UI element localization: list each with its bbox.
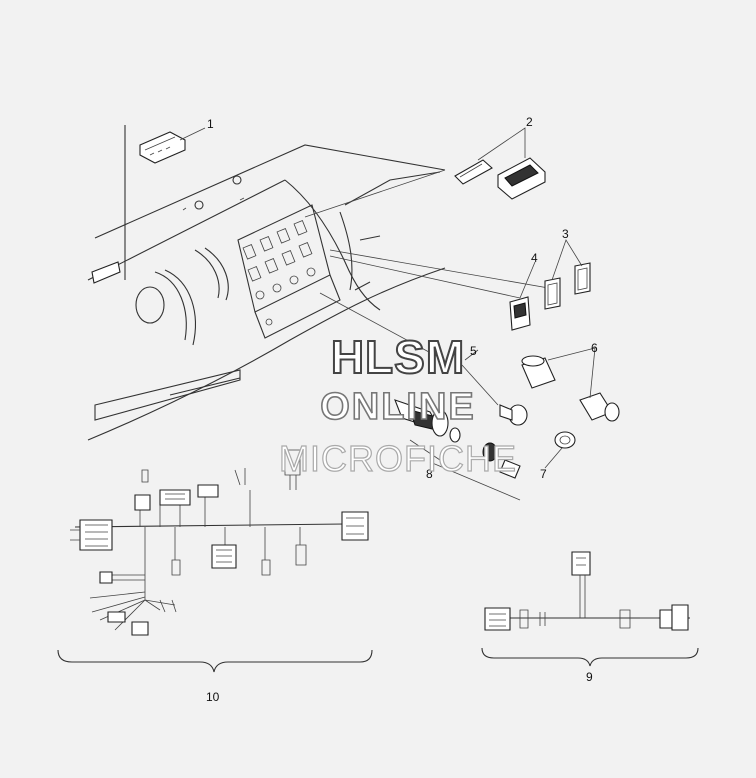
- callout-9: 9: [586, 670, 593, 684]
- callout-5: 5: [470, 344, 477, 358]
- rocker-switch-part-4: [509, 261, 536, 331]
- secondary-harness-part-9: [484, 551, 690, 631]
- key-switch-part-7-8: [394, 399, 576, 501]
- power-socket-part-6: [521, 347, 620, 422]
- callout-10: 10: [206, 690, 220, 704]
- switch-bezel-part-2: [454, 127, 546, 200]
- connector-part-1: [139, 127, 206, 164]
- callout-3: 3: [562, 227, 569, 241]
- callout-6: 6: [591, 341, 598, 355]
- dashboard-panel: [87, 125, 561, 441]
- ignition-switch-part-5: [461, 349, 528, 426]
- callout-8: 8: [426, 467, 433, 481]
- callout-2: 2: [526, 115, 533, 129]
- callout-7: 7: [540, 467, 547, 481]
- main-wire-harness-part-10: [70, 449, 369, 636]
- watermark-line-1: HLSM: [331, 331, 465, 383]
- watermark-line-2: ONLINE: [320, 386, 476, 428]
- watermark-line-3: MICROFICHE: [279, 438, 517, 479]
- brace-part-9: [481, 647, 699, 667]
- callout-1: 1: [207, 117, 214, 131]
- brace-part-10: [57, 649, 373, 673]
- gasket-part-3: [544, 239, 591, 310]
- callout-4: 4: [531, 251, 538, 265]
